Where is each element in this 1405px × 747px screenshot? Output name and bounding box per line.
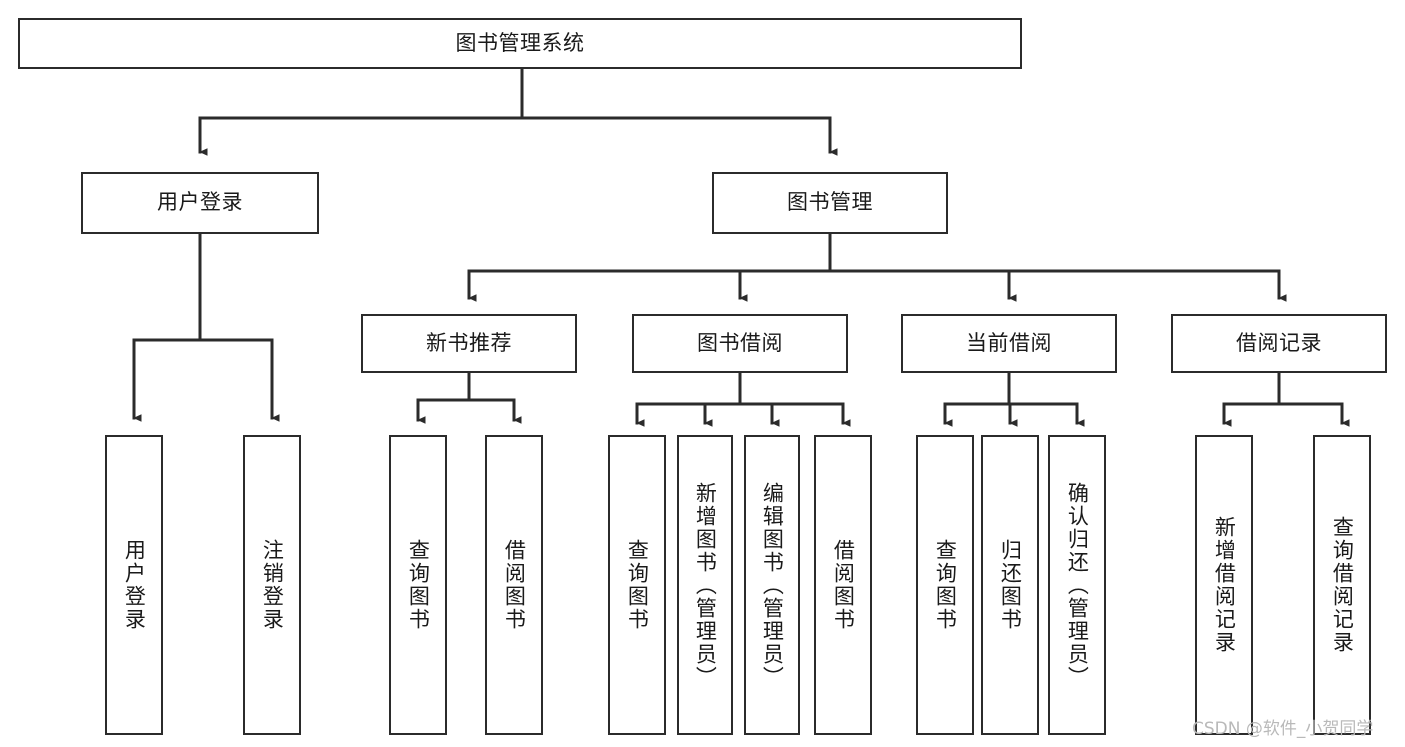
node-label: 查询图书 [625, 539, 650, 631]
node-label: 新增图书（管理员） [693, 481, 718, 689]
node-new-book-recommend[interactable]: 新书推荐 [361, 314, 577, 373]
node-label: 借阅图书 [502, 539, 527, 631]
csdn-watermark: CSDN @软件_小贺同学 [1192, 719, 1374, 739]
node-leaf-borrow-book-1[interactable]: 借阅图书 [485, 435, 543, 735]
node-label: 用户登录 [157, 190, 243, 215]
node-leaf-return-book[interactable]: 归还图书 [981, 435, 1039, 735]
node-label: 编辑图书（管理员） [760, 481, 785, 689]
node-label: 用户登录 [122, 539, 147, 631]
node-label: 注销登录 [260, 539, 285, 631]
node-leaf-query-record[interactable]: 查询借阅记录 [1313, 435, 1371, 735]
node-label: 新书推荐 [426, 330, 512, 355]
node-leaf-borrow-book-2[interactable]: 借阅图书 [814, 435, 872, 735]
node-root-book-management-system[interactable]: 图书管理系统 [18, 18, 1022, 69]
node-leaf-query-book-2[interactable]: 查询图书 [608, 435, 666, 735]
node-label: 确认归还（管理员） [1065, 481, 1090, 689]
node-label: 查询借阅记录 [1330, 516, 1355, 654]
node-leaf-user-logout[interactable]: 注销登录 [243, 435, 301, 735]
node-label: 归还图书 [998, 539, 1023, 631]
node-leaf-confirm-return[interactable]: 确认归还（管理员） [1048, 435, 1106, 735]
node-book-manage[interactable]: 图书管理 [712, 172, 948, 234]
node-label: 查询图书 [933, 539, 958, 631]
node-leaf-query-book-3[interactable]: 查询图书 [916, 435, 974, 735]
node-label: 当前借阅 [966, 330, 1052, 355]
node-label: 新增借阅记录 [1212, 516, 1237, 654]
node-leaf-edit-book[interactable]: 编辑图书（管理员） [744, 435, 800, 735]
node-current-borrow[interactable]: 当前借阅 [901, 314, 1117, 373]
node-label: 图书管理系统 [455, 30, 585, 55]
node-label: 查询图书 [406, 539, 431, 631]
node-book-borrow[interactable]: 图书借阅 [632, 314, 848, 373]
node-label: 借阅图书 [831, 539, 856, 631]
node-label: 借阅记录 [1236, 330, 1322, 355]
node-leaf-add-book[interactable]: 新增图书（管理员） [677, 435, 733, 735]
node-leaf-add-record[interactable]: 新增借阅记录 [1195, 435, 1253, 735]
node-borrow-record[interactable]: 借阅记录 [1171, 314, 1387, 373]
node-leaf-query-book-1[interactable]: 查询图书 [389, 435, 447, 735]
node-label: 图书管理 [787, 190, 873, 215]
node-leaf-user-login[interactable]: 用户登录 [105, 435, 163, 735]
node-user-login[interactable]: 用户登录 [81, 172, 319, 234]
node-label: 图书借阅 [697, 330, 783, 355]
